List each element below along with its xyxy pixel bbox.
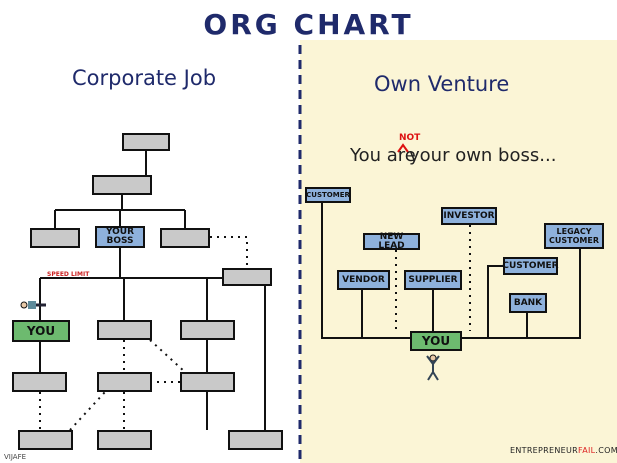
hanging-person-icon — [426, 354, 440, 381]
venture-lines — [321, 203, 581, 339]
venture-background — [300, 40, 617, 463]
your-boss-box: YOUR BOSS — [95, 226, 145, 248]
corporate-staff-box — [180, 372, 235, 392]
artist-signature: VIJAFE — [4, 453, 27, 461]
site-credit: ENTREPRENEURFAIL.COM — [510, 446, 617, 455]
new-lead-box: NEW LEAD — [363, 232, 420, 250]
tagline-start: You are — [350, 145, 416, 166]
vendor-box: VENDOR — [337, 270, 390, 290]
customer-box: CUSTOMER — [502, 257, 559, 275]
venture-heading: Own Venture — [374, 72, 510, 96]
corporate-peer-box — [180, 320, 235, 340]
corporate-junior-box — [228, 430, 283, 450]
speed-limit-label: SPEED LIMIT — [47, 271, 90, 278]
corporate-you-box: YOU — [12, 320, 70, 342]
corporate-peer-box — [97, 320, 152, 340]
corporate-manager-box — [160, 228, 210, 248]
corporate-junior-box — [97, 430, 152, 450]
legacy-customer-box: LEGACY CUSTOMER — [544, 223, 604, 249]
bank-box: BANK — [509, 293, 547, 313]
corporate-side-box — [222, 268, 272, 286]
venture-you-box: YOU — [410, 331, 462, 351]
corporate-lines — [39, 151, 266, 430]
tagline-not: NOT — [399, 133, 421, 143]
page-title: ORG CHART — [203, 8, 414, 41]
corporate-dotted-lines — [39, 236, 248, 431]
corporate-junior-box — [18, 430, 73, 450]
corporate-staff-box — [12, 372, 67, 392]
supplier-box: SUPPLIER — [404, 270, 462, 290]
tagline-end: your own boss... — [409, 145, 557, 166]
corporate-ceo-box — [122, 133, 170, 151]
climbing-person-icon — [20, 301, 46, 309]
customer-box: CUSTOMER — [305, 187, 351, 203]
corporate-exec-box — [92, 175, 152, 195]
insert-caret — [397, 143, 409, 153]
corporate-staff-box — [97, 372, 152, 392]
corporate-manager-box — [30, 228, 80, 248]
corporate-heading: Corporate Job — [72, 66, 217, 90]
investor-box: INVESTOR — [441, 207, 497, 225]
